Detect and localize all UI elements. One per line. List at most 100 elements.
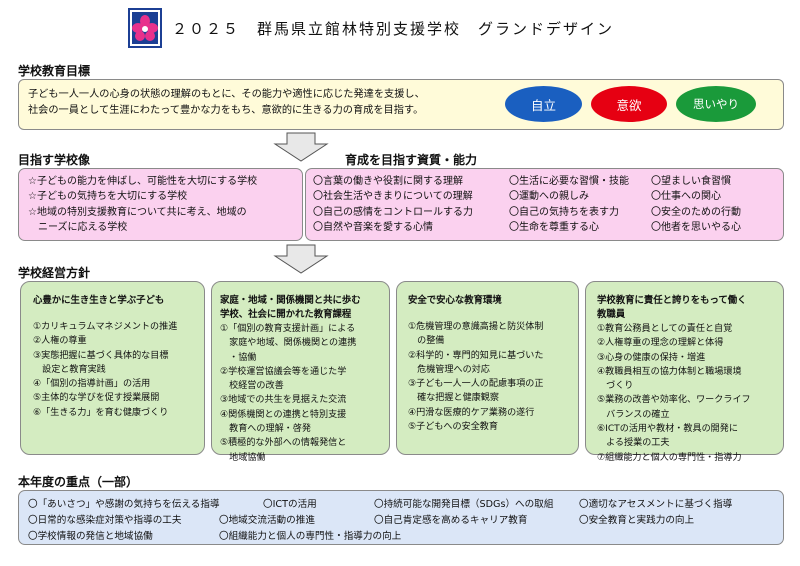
- policy-item: の整備: [408, 336, 445, 347]
- focus-item: 〇組織能力と個人の専門性・指導力の向上: [219, 531, 402, 542]
- school-image-list: ☆子どもの能力を伸ばし、可能性を大切にする学校 ☆子どもの気持ちを大切にする学校…: [28, 174, 257, 235]
- school-image-item: ☆子どもの気持ちを大切にする学校: [28, 191, 188, 203]
- policy-column-title: 家庭・地域・関係機関と共に歩む 学校、社会に開かれた教育課程: [220, 294, 361, 322]
- school-logo-icon: [128, 8, 162, 48]
- ability-item: 〇生命を尊重する心: [509, 221, 599, 233]
- policy-column-items: ①危機管理の意識高揚と防災体制 の整備 ②科学的・専門的知見に基づいた 危機管理…: [408, 320, 543, 434]
- policy-title-line: 教職員: [597, 309, 626, 320]
- policy-item: ②科学的・専門的知見に基づいた: [408, 350, 544, 361]
- ability-item: 〇生活に必要な習慣・技能: [509, 176, 629, 187]
- focus-item: 〇地域交流活動の推進: [219, 515, 315, 526]
- policy-column-items: ①「個別の教育支援計画」による 家庭や地域、関係機関との連携 ・協働 ②学校運営…: [220, 322, 356, 465]
- policy-title-line: 家庭・地域・関係機関と共に歩む: [220, 295, 361, 306]
- policy-heading: 学校経営方針: [18, 266, 91, 280]
- ability-item: 〇運動への親しみ: [509, 191, 589, 203]
- policy-item: 教育への理解・啓発: [220, 424, 311, 435]
- policy-item: ⑥「生きる力」を育む健康づくり: [33, 407, 169, 418]
- focus-item: 〇適切なアセスメントに基づく指導: [579, 499, 733, 510]
- policy-column-items: ①教育公務員としての責任と自覚 ②人権尊重の理念の理解と体得 ③心身の健康の保持…: [597, 322, 751, 465]
- oval-compassion: 思いやり: [676, 86, 756, 122]
- page-title: ２０２５ 群馬県立館林特別支援学校 グランドデザイン: [172, 20, 615, 38]
- policy-item: 校経営の改善: [220, 381, 284, 392]
- school-image-box: [18, 168, 303, 241]
- policy-title-line: 安全で安心な教育環境: [408, 295, 502, 306]
- policy-item: ⑤積極的な外部への情報発信と: [220, 438, 347, 449]
- abilities-col-3: 〇望ましい食習慣 〇仕事への関心 〇安全のための行動 〇他者を思いやる心: [651, 174, 741, 235]
- focus-box: [18, 490, 784, 545]
- policy-item: ⑥ICTの活用や教材・教具の開発に: [597, 424, 738, 435]
- focus-item: 〇自己肯定感を高めるキャリア教育: [374, 515, 528, 526]
- policy-item: 地域協働: [220, 452, 266, 463]
- policy-item: 確な把握と健康観察: [408, 393, 499, 404]
- goal-line: 社会の一員として生涯にわたって豊かな力をもち、意欲的に生きる力の育成を目指す。: [28, 105, 424, 116]
- ability-item: 〇望ましい食習慣: [651, 176, 731, 187]
- ability-item: 〇自己の感情をコントロールする力: [313, 206, 473, 218]
- policy-item: ⑤業務の改善や効率化、ワークライフ: [597, 395, 751, 406]
- focus-item: 〇安全教育と実践力の向上: [579, 515, 695, 526]
- policy-item: ①カリキュラムマネジメントの推進: [33, 322, 178, 332]
- policy-item: ⑦組織能力と個人の専門性・指導力: [597, 452, 742, 463]
- policy-item: ③心身の健康の保持・増進: [597, 352, 706, 363]
- focus-item: 〇学校情報の発信と地域協働: [28, 531, 153, 542]
- policy-item: よる授業の工夫: [597, 438, 670, 449]
- policy-item: ③地域での共生を見据えた交流: [220, 395, 347, 406]
- policy-item: ①教育公務員としての責任と自覚: [597, 324, 733, 334]
- ability-item: 〇言葉の働きや役割に関する理解: [313, 176, 463, 187]
- policy-item: ・協働: [220, 352, 257, 363]
- policy-item: ④関係機関との連携と特別支援: [220, 409, 347, 420]
- policy-item: ②人権尊重の理念の理解と体得: [597, 338, 724, 349]
- policy-column-items: ①カリキュラムマネジメントの推進 ②人権の尊重 ③実態把握に基づく具体的な目標 …: [33, 320, 177, 420]
- goal-line: 子ども一人一人の心身の状態の理解のもとに、その能力や適性に応じた発達を支援し、: [28, 89, 425, 100]
- policy-item: ⑤主体的な学びを促す授業展開: [33, 393, 160, 404]
- focus-item: 〇「あいさつ」や感謝の気持ちを伝える指導: [28, 499, 220, 510]
- policy-title-line: 学校教育に責任と誇りをもって働く: [597, 295, 747, 306]
- policy-item: ②人権の尊重: [33, 336, 87, 347]
- policy-item: ④円滑な医療的ケア業務の遂行: [408, 407, 535, 418]
- policy-item: ③実態把握に基づく具体的な目標: [33, 350, 169, 361]
- school-image-item: ☆地域の特別支援教育について共に考え、地域の: [28, 206, 247, 218]
- goal-text: 子ども一人一人の心身の状態の理解のもとに、その能力や適性に応じた発達を支援し、 …: [28, 87, 425, 119]
- focus-item: 〇持続可能な開発目標（SDGs）への取組: [374, 499, 554, 510]
- policy-item: 設定と教育実践: [33, 364, 106, 375]
- abilities-col-1: 〇言葉の働きや役割に関する理解 〇社会生活やきまりについての理解 〇自己の感情を…: [313, 174, 473, 235]
- ability-item: 〇安全のための行動: [651, 206, 741, 218]
- oval-motivation: 意欲: [591, 86, 667, 122]
- school-image-item: ニーズに応える学校: [28, 221, 128, 233]
- school-image-heading: 目指す学校像: [18, 153, 91, 167]
- goal-heading: 学校教育目標: [18, 64, 91, 78]
- policy-column: [211, 281, 390, 455]
- policy-item: バランスの確立: [597, 409, 670, 420]
- down-arrow-icon: [273, 132, 329, 162]
- policy-item: ④「個別の指導計画」の活用: [33, 379, 151, 390]
- focus-item: 〇ICTの活用: [263, 499, 317, 510]
- oval-independence: 自立: [505, 86, 582, 122]
- policy-column: [20, 281, 205, 455]
- policy-column-title: 心豊かに生き生きと学ぶ子ども: [33, 294, 164, 308]
- ability-item: 〇自己の気持ちを表す力: [509, 206, 619, 218]
- policy-item: づくり: [597, 381, 634, 392]
- policy-item: ⑤子どもへの安全教育: [408, 422, 498, 433]
- school-image-item: ☆子どもの能力を伸ばし、可能性を大切にする学校: [28, 176, 258, 187]
- ability-item: 〇仕事への関心: [651, 191, 721, 203]
- policy-item: ①危機管理の意識高揚と防災体制: [408, 322, 544, 332]
- policy-item: ④教職員相互の協力体制と職場環境: [597, 366, 742, 377]
- policy-column-title: 学校教育に責任と誇りをもって働く 教職員: [597, 294, 747, 322]
- policy-column: [585, 281, 784, 455]
- policy-title-line: 学校、社会に開かれた教育課程: [220, 309, 352, 320]
- abilities-col-2: 〇生活に必要な習慣・技能 〇運動への親しみ 〇自己の気持ちを表す力 〇生命を尊重…: [509, 174, 629, 235]
- ability-item: 〇社会生活やきまりについての理解: [313, 191, 473, 203]
- policy-column: [396, 281, 579, 455]
- ability-item: 〇自然や音楽を愛する心情: [313, 221, 433, 233]
- down-arrow-icon: [273, 244, 329, 274]
- ability-item: 〇他者を思いやる心: [651, 221, 741, 233]
- policy-item: 危機管理への対応: [408, 364, 490, 375]
- policy-item: ②学校運営協議会等を通じた学: [220, 366, 347, 377]
- policy-item: ①「個別の教育支援計画」による: [220, 324, 356, 334]
- focus-heading: 本年度の重点（一部）: [18, 475, 139, 489]
- policy-item: 家庭や地域、関係機関との連携: [220, 338, 357, 349]
- policy-column-title: 安全で安心な教育環境: [408, 294, 502, 308]
- abilities-heading: 育成を目指す資質・能力: [345, 153, 478, 167]
- abilities-box: [305, 168, 784, 241]
- policy-title-line: 心豊かに生き生きと学ぶ子ども: [33, 295, 165, 306]
- policy-item: ③子ども一人一人の配慮事項の正: [408, 379, 544, 390]
